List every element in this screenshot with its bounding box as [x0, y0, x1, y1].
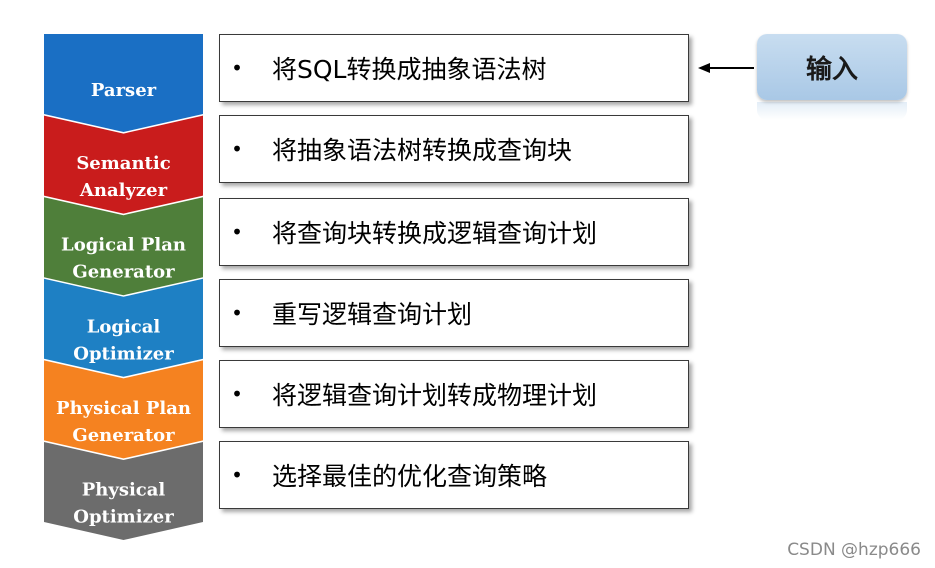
input-box-reflection [757, 102, 907, 120]
chevron-shape [44, 115, 203, 214]
stage-description-box: • 将抽象语法树转换成查询块 [219, 115, 689, 183]
bullet-icon: • [231, 220, 243, 244]
chevron-shape [44, 278, 203, 377]
stage-label: Logical Plan [61, 235, 186, 256]
stage-description-box: • 选择最佳的优化查询策略 [219, 441, 689, 509]
stage-chevron: Parser [44, 34, 203, 132]
stage-label: Generator [72, 262, 175, 283]
input-label: 输入 [805, 54, 858, 85]
stage-description-box: • 重写逻辑查询计划 [219, 279, 689, 347]
stage-label: Analyzer [79, 180, 168, 201]
watermark: CSDN @hzp666 [787, 540, 921, 560]
chevron-shape [44, 442, 203, 540]
bullet-icon: • [231, 301, 243, 325]
stage-description: 将SQL转换成抽象语法树 [272, 55, 547, 84]
left-arrow-icon [698, 63, 754, 73]
bullet-icon: • [231, 382, 243, 406]
stage-label: Optimizer [73, 343, 174, 364]
chevron-shape [44, 34, 203, 132]
stage-description-box: • 将逻辑查询计划转成物理计划 [219, 360, 689, 428]
stage-description: 将逻辑查询计划转成物理计划 [272, 381, 598, 410]
bullet-icon: • [231, 56, 243, 80]
chevron-shape [44, 360, 203, 459]
stage-label: Semantic [76, 153, 170, 174]
stage-description-box: • 将查询块转换成逻辑查询计划 [219, 198, 689, 266]
chevron-shape [44, 197, 203, 296]
bullet-icon: • [231, 137, 243, 161]
stage-description: 重写逻辑查询计划 [272, 300, 473, 329]
stage-label: Physical Plan [56, 398, 191, 419]
stage-description: 将查询块转换成逻辑查询计划 [272, 219, 598, 248]
stage-description-box: • 将SQL转换成抽象语法树 [219, 34, 689, 102]
stage-label: Optimizer [73, 507, 174, 528]
bullet-icon: • [231, 463, 243, 487]
stage-label: Physical [82, 480, 166, 501]
stage-label: Logical [87, 316, 161, 337]
stage-label: Parser [91, 80, 157, 101]
stage-description: 选择最佳的优化查询策略 [272, 462, 548, 491]
input-box: 输入 [757, 34, 907, 100]
stage-description: 将抽象语法树转换成查询块 [272, 136, 573, 165]
stage-label: Generator [72, 425, 175, 446]
